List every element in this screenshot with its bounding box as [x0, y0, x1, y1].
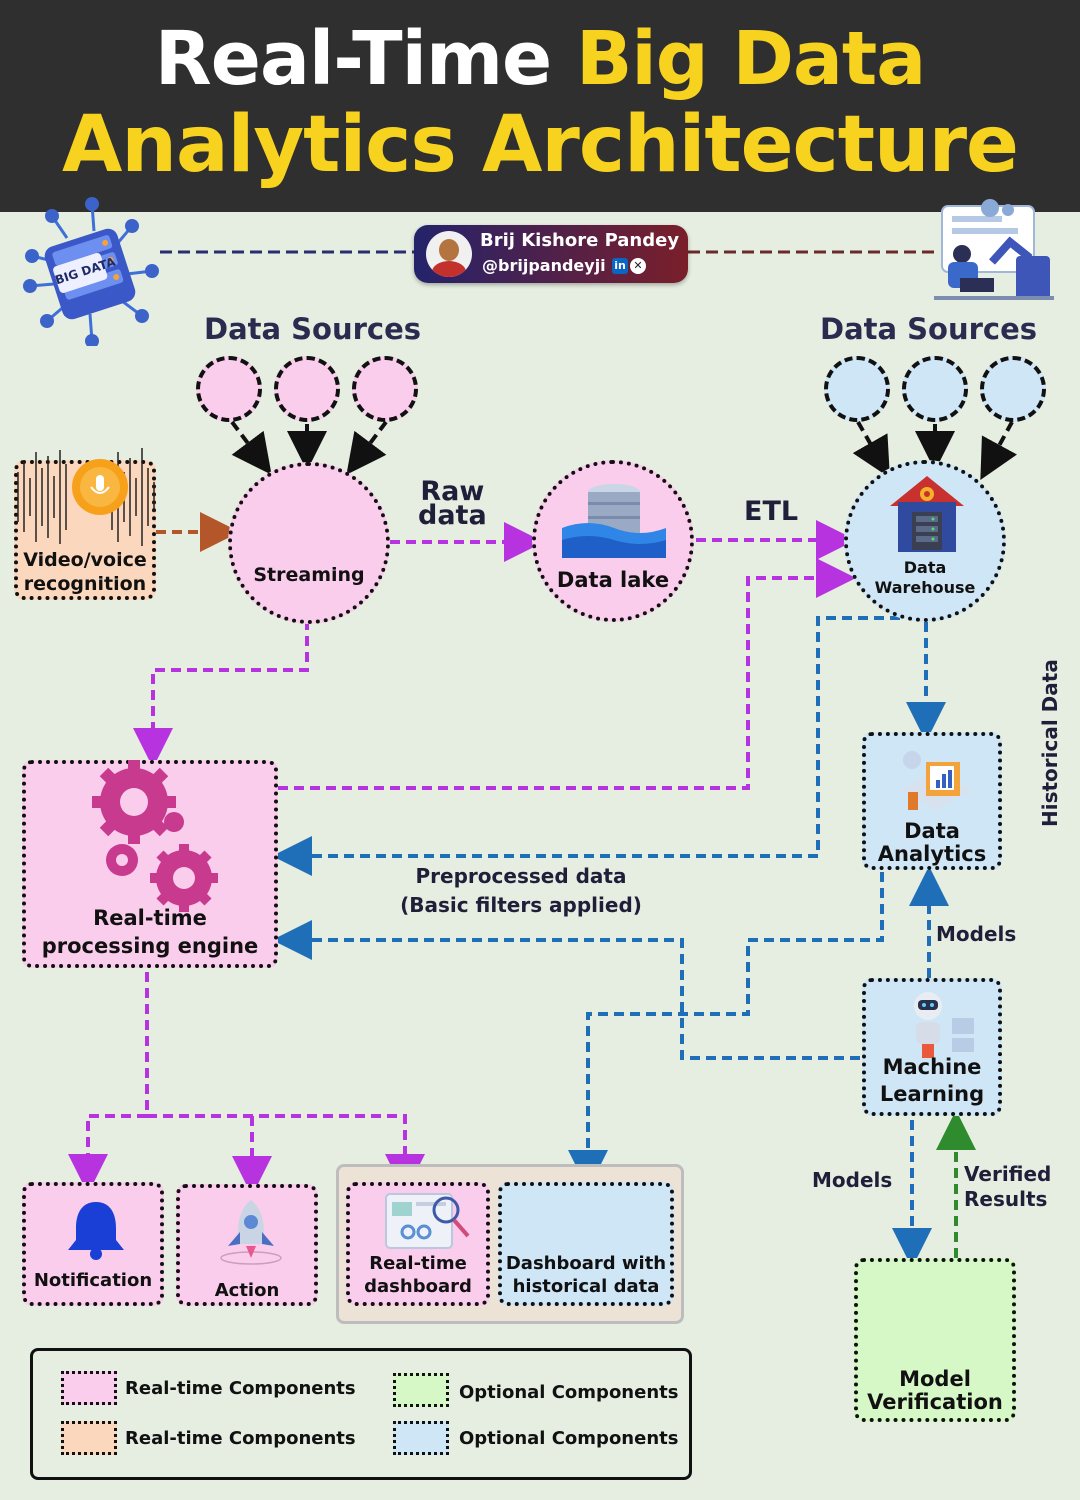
author-badge: Brij Kishore Pandey @brijpandeyji in ✕	[414, 225, 688, 283]
machine-learning-label: Machine Learning	[866, 1054, 998, 1108]
author-handle: @brijpandeyji	[482, 256, 606, 275]
video-voice-label: Video/voice recognition	[18, 548, 152, 596]
action-label: Action	[214, 1280, 280, 1301]
streaming-node[interactable]: Streaming	[228, 462, 390, 624]
verified-results-label: Verified Results	[964, 1162, 1051, 1212]
model-verification-box[interactable]: Model Verification	[854, 1258, 1016, 1422]
gears-icon	[92, 760, 218, 912]
analytics-icon	[900, 751, 972, 810]
video-voice-line1: Video/voice	[23, 549, 147, 571]
streaming-label: Streaming	[253, 564, 365, 586]
rocket-icon	[220, 1200, 282, 1265]
data-lake-icon	[562, 484, 666, 558]
realtime-dashboard-line1: Real-time	[369, 1253, 467, 1274]
preprocessed-line1: Preprocessed data	[415, 864, 627, 888]
etl-edge-label: ETL	[744, 496, 799, 527]
historical-dashboard-label: Dashboard with historical data	[502, 1252, 670, 1298]
machine-learning-box[interactable]: Machine Learning	[862, 978, 1002, 1116]
video-voice-line2: recognition	[23, 573, 147, 595]
legend-label-pink: Real-time Components	[125, 1378, 356, 1399]
dashboard-magnifier-icon	[385, 1193, 470, 1249]
legend-swatch-peach	[61, 1421, 117, 1455]
realtime-dashboard-line2: dashboard	[364, 1276, 472, 1297]
data-analytics-label: Data Analytics	[866, 820, 998, 866]
model-verification-label: Model Verification	[858, 1368, 1012, 1414]
legend-label-green: Optional Components	[459, 1382, 679, 1403]
processing-engine-line1: Real-time	[93, 906, 207, 930]
robot-icon	[914, 992, 974, 1058]
author-avatar	[426, 231, 472, 277]
bell-icon	[68, 1202, 124, 1260]
raw-data-line2: data	[418, 500, 487, 531]
legend-swatch-pink	[61, 1371, 117, 1405]
data-source-blue-1	[824, 356, 890, 422]
legend-swatch-blue	[393, 1421, 449, 1455]
processing-engine-line2: processing engine	[41, 934, 259, 958]
data-lake-label: Data lake	[556, 568, 670, 592]
verified-line2: Results	[964, 1187, 1048, 1211]
legend-label-peach: Real-time Components	[125, 1428, 356, 1449]
data-analytics-line1: Data	[904, 819, 960, 843]
data-warehouse-line2: Warehouse	[874, 578, 976, 597]
preprocessed-line2: (Basic filters applied)	[400, 893, 642, 917]
title-white-part: Real-Time	[154, 16, 577, 102]
data-warehouse-node[interactable]: Data Warehouse	[844, 460, 1006, 622]
left-data-sources-title: Data Sources	[204, 312, 422, 346]
data-lake-node[interactable]: Data lake	[532, 460, 694, 622]
notification-box[interactable]: Notification	[22, 1182, 164, 1306]
soundwave-icon	[17, 448, 155, 546]
data-warehouse-line1: Data	[903, 558, 947, 577]
big-data-chip-icon	[23, 197, 159, 346]
realtime-dashboard-label: Real-time dashboard	[350, 1252, 486, 1298]
legend: Real-time Components Real-time Component…	[30, 1348, 692, 1480]
right-data-sources-title: Data Sources	[820, 312, 1038, 346]
data-source-pink-3	[352, 356, 418, 422]
legend-label-blue: Optional Components	[459, 1428, 679, 1449]
author-name: Brij Kishore Pandey	[480, 230, 680, 251]
header-banner: Real-Time Big Data Analytics Architectur…	[0, 0, 1080, 212]
machine-learning-line1: Machine	[882, 1055, 982, 1079]
historical-dashboard-box[interactable]: Dashboard with historical data	[498, 1182, 674, 1306]
processing-engine-label: Real-time processing engine	[26, 904, 274, 960]
data-source-pink-1	[196, 356, 262, 422]
action-box[interactable]: Action	[176, 1184, 318, 1306]
machine-learning-line2: Learning	[879, 1082, 985, 1106]
data-warehouse-label: Data Warehouse	[848, 558, 1002, 598]
processing-engine-box[interactable]: Real-time processing engine	[22, 760, 278, 968]
verified-line1: Verified	[964, 1162, 1052, 1186]
x-icon[interactable]: ✕	[630, 258, 646, 274]
data-source-blue-3	[980, 356, 1046, 422]
notification-label: Notification	[33, 1270, 153, 1291]
models-up-label: Models	[936, 922, 1017, 946]
title-line-1: Real-Time Big Data	[0, 18, 1080, 100]
models-down-label: Models	[812, 1168, 893, 1192]
raw-data-edge-label: Raw data	[418, 476, 487, 531]
model-verification-line2: Verification	[867, 1390, 1003, 1414]
model-verification-line1: Model	[899, 1367, 971, 1391]
legend-swatch-green	[393, 1373, 449, 1407]
title-yellow-part: Big Data	[576, 16, 926, 102]
data-analytics-line2: Analytics	[877, 842, 987, 866]
raw-data-line1: Raw	[420, 476, 485, 507]
title-line-2: Analytics Architecture	[62, 100, 1019, 190]
realtime-dashboard-box[interactable]: Real-time dashboard	[346, 1182, 490, 1306]
automation-illustration-icon	[934, 199, 1054, 300]
video-voice-recognition-box[interactable]: Video/voice recognition	[14, 448, 156, 600]
linkedin-icon[interactable]: in	[612, 258, 628, 274]
data-source-blue-2	[902, 356, 968, 422]
historical-dashboard-line2: historical data	[512, 1276, 660, 1297]
preprocessed-edge-label: Preprocessed data (Basic filters applied…	[396, 862, 646, 920]
data-source-pink-2	[274, 356, 340, 422]
warehouse-icon	[890, 476, 964, 552]
historical-dashboard-line1: Dashboard with	[505, 1253, 667, 1274]
data-analytics-box[interactable]: Data Analytics	[862, 732, 1002, 870]
